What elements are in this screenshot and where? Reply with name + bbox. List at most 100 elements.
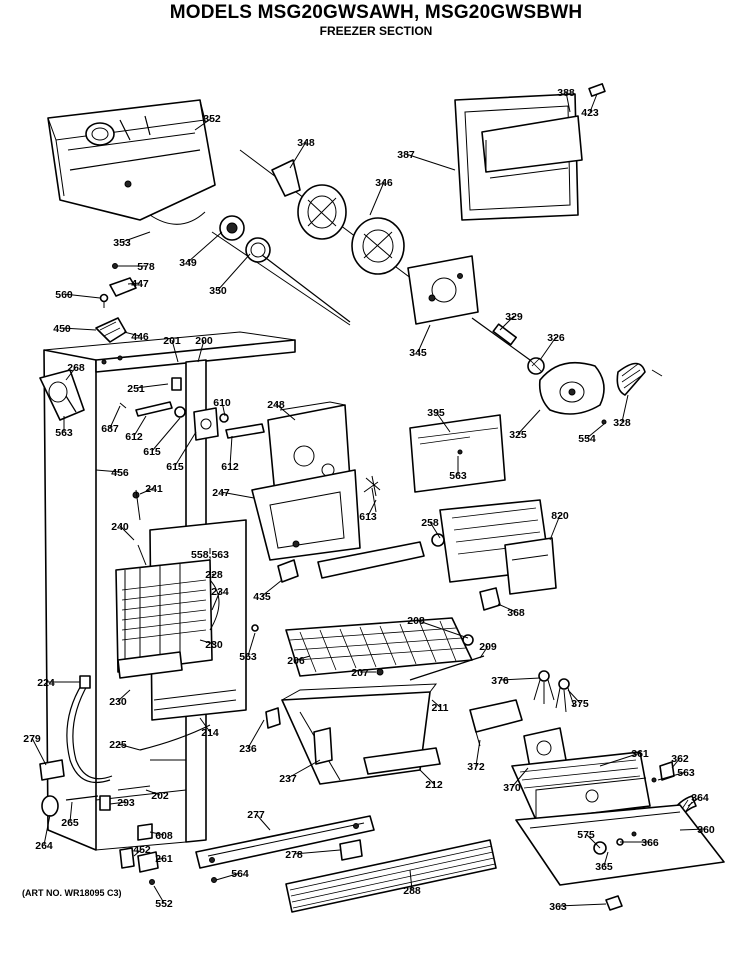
leader-line [603, 851, 609, 867]
part-number-label: 687 [101, 423, 119, 435]
part-number-label: 447 [131, 278, 149, 290]
part-number-label: 237 [279, 773, 297, 785]
part-number-label: 395 [427, 407, 445, 419]
light-socket-part [39, 369, 85, 421]
leader-line [409, 869, 413, 891]
evaporator-part [115, 489, 259, 721]
part-number-label: 387 [397, 149, 415, 161]
motor-bracket-part [407, 255, 479, 325]
leader-line [539, 336, 557, 361]
part-number-label: 349 [179, 257, 197, 269]
leader-line [123, 331, 141, 337]
part-number-label: 345 [409, 347, 427, 359]
part-number-label: 209 [479, 641, 497, 653]
hinge-parts [41, 785, 159, 885]
part-number-label: 212 [425, 779, 443, 791]
wire-shelf-part [285, 617, 485, 681]
leader-line [215, 872, 241, 881]
leader-line [499, 315, 515, 331]
leader-line [199, 717, 211, 733]
part-number-label: 820 [551, 510, 569, 522]
part-number-label: 288 [403, 885, 421, 897]
drive-housing-part [511, 751, 697, 823]
part-number-label: 450 [53, 323, 71, 335]
leader-line [153, 885, 165, 904]
part-number-label: 248 [267, 399, 285, 411]
part-number-label: 612 [125, 431, 143, 443]
leader-line [199, 639, 215, 645]
part-number-label: 211 [432, 702, 449, 714]
leader-line [194, 117, 213, 131]
leader-line [155, 857, 165, 861]
leader-line [289, 141, 307, 169]
leader-line [43, 814, 51, 846]
wire-harness-part [533, 670, 575, 713]
leader-line [567, 689, 581, 704]
bracket-small-parts [95, 263, 137, 343]
leader-line [295, 655, 311, 661]
part-number-label: 350 [209, 285, 227, 297]
part-number-label: 329 [505, 311, 523, 323]
part-number-label: 264 [35, 840, 53, 852]
part-number-label: 234 [211, 586, 229, 598]
leader-line [687, 796, 701, 807]
leader-line [479, 645, 489, 659]
part-number-label: 325 [509, 429, 527, 441]
leader-line [121, 231, 151, 243]
part-number-label: 376 [491, 675, 509, 687]
part-number-label: 366 [641, 837, 659, 849]
part-number-label: 268 [67, 362, 85, 374]
leader-line [187, 231, 223, 263]
part-number-label: 575 [577, 829, 595, 841]
leader-line [417, 324, 431, 353]
leader-line [145, 789, 161, 796]
part-number-label: 363 [549, 901, 567, 913]
part-number-label: 370 [503, 782, 521, 794]
evaporator-fan-part [251, 401, 381, 561]
leader-line [517, 409, 541, 435]
part-number-label: 435 [253, 591, 271, 603]
part-number-label: 230 [109, 696, 127, 708]
art-number: (ART NO. WR18095 C3) [22, 888, 122, 898]
part-number-label: 278 [285, 849, 303, 861]
part-number-label: 552 [155, 898, 173, 910]
leader-line [65, 366, 77, 381]
leader-line [220, 491, 255, 499]
leader-line [419, 769, 435, 785]
auger-motor-part [471, 317, 663, 425]
drain-tube-part [39, 675, 211, 784]
page-title: MODELS MSG20GWSAWH, MSG20GWSBWH [169, 2, 583, 23]
leader-line [117, 689, 131, 702]
leader-line [557, 903, 607, 907]
leader-line [657, 771, 687, 781]
leader-line [197, 339, 205, 363]
part-number-label: 241 [145, 483, 163, 495]
part-number-label: 563 [449, 470, 467, 482]
part-number-label: 206 [287, 655, 305, 667]
part-number-label: 560 [55, 289, 73, 301]
part-number-label: 360 [697, 824, 715, 836]
base-plate-part [515, 804, 725, 911]
part-number-labels: 3523483463873884233533493505784475604504… [23, 87, 715, 913]
leader-line [367, 499, 377, 517]
leader-line [565, 91, 571, 113]
part-number-label: 368 [507, 607, 525, 619]
part-number-label: 563 [239, 651, 257, 663]
leader-line [621, 394, 629, 423]
part-number-label: 610 [213, 397, 231, 409]
part-number-label: 348 [297, 137, 315, 149]
part-number-label: 564 [231, 868, 249, 880]
part-number-label: 326 [547, 332, 565, 344]
ice-bin-part [265, 683, 441, 785]
leader-line [109, 405, 121, 429]
control-parts [119, 377, 265, 441]
page-subtitle: FREEZER SECTION [319, 24, 433, 38]
leader-line [586, 423, 605, 439]
ice-bucket-part [47, 99, 216, 225]
leader-line [679, 828, 707, 831]
leader-line [211, 590, 221, 611]
leader-line [149, 831, 165, 836]
leader-line [405, 153, 456, 171]
leader-line [229, 435, 233, 467]
leader-line [247, 632, 256, 657]
